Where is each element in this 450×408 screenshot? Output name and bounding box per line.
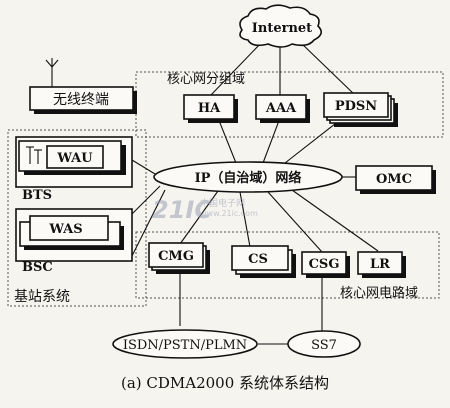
lr-label: LR — [370, 257, 390, 272]
internet-label: Internet — [252, 21, 312, 36]
core-packet-domain-label: 核心网分组域 — [167, 72, 245, 87]
aaa-node: AAA — [255, 94, 310, 123]
bsc-label: BSC — [22, 260, 53, 275]
pdsn-node: PDSN — [323, 92, 398, 127]
cs-label: CS — [248, 252, 268, 267]
wireless-terminal-node: 无线终端 — [29, 86, 137, 114]
watermark-logo-text: 21IC — [152, 196, 212, 224]
ss7-label: SS7 — [311, 338, 337, 353]
cmg-label: CMG — [158, 249, 194, 264]
omc-node: OMC — [355, 165, 436, 194]
wau-label: WAU — [56, 151, 93, 166]
cmg-node: CMG — [148, 242, 210, 274]
was-label: WAS — [48, 222, 82, 237]
watermark-logo: 21IC 中国电子网 www.21ic.com — [152, 196, 258, 224]
lr-node: LR — [357, 251, 406, 278]
wireless-terminal-label: 无线终端 — [53, 92, 109, 108]
ip-network-label: IP（自治域）网络 — [195, 170, 302, 186]
core-circuit-domain-border — [135, 231, 440, 299]
watermark-sub-text: 中国电子网 — [200, 197, 245, 209]
ha-node: HA — [183, 94, 238, 123]
pdsn-label: PDSN — [335, 99, 377, 114]
ip-network-node: IP（自治域）网络 — [153, 161, 343, 193]
figure-caption: (a) CDMA2000 系统体系结构 — [121, 374, 329, 392]
isdn-pstn-plmn-node: ISDN/PSTN/PLMN — [112, 329, 258, 359]
bts-label: BTS — [22, 188, 52, 203]
bsc-node: WAS BSC — [15, 208, 133, 275]
internet-cloud: Internet — [239, 4, 322, 48]
csg-node: CSG — [301, 251, 350, 278]
bts-antenna-icon — [26, 146, 42, 164]
base-station-system-border — [7, 129, 147, 307]
ss7-node: SS7 — [287, 330, 361, 358]
connection-lines — [45, 41, 379, 345]
bts-node: WAU BTS — [15, 136, 133, 203]
csg-label: CSG — [309, 257, 340, 272]
cs-node: CS — [231, 245, 296, 278]
omc-label: OMC — [376, 172, 412, 187]
aaa-label: AAA — [265, 101, 297, 116]
core-circuit-domain-label: 核心网电路域 — [340, 285, 418, 301]
base-station-system-label: 基站系统 — [14, 288, 70, 305]
core-packet-domain-border — [135, 71, 444, 138]
isdn-pstn-plmn-label: ISDN/PSTN/PLMN — [123, 338, 247, 353]
ha-label: HA — [198, 101, 221, 116]
watermark-url-text: www.21ic.com — [200, 209, 258, 218]
